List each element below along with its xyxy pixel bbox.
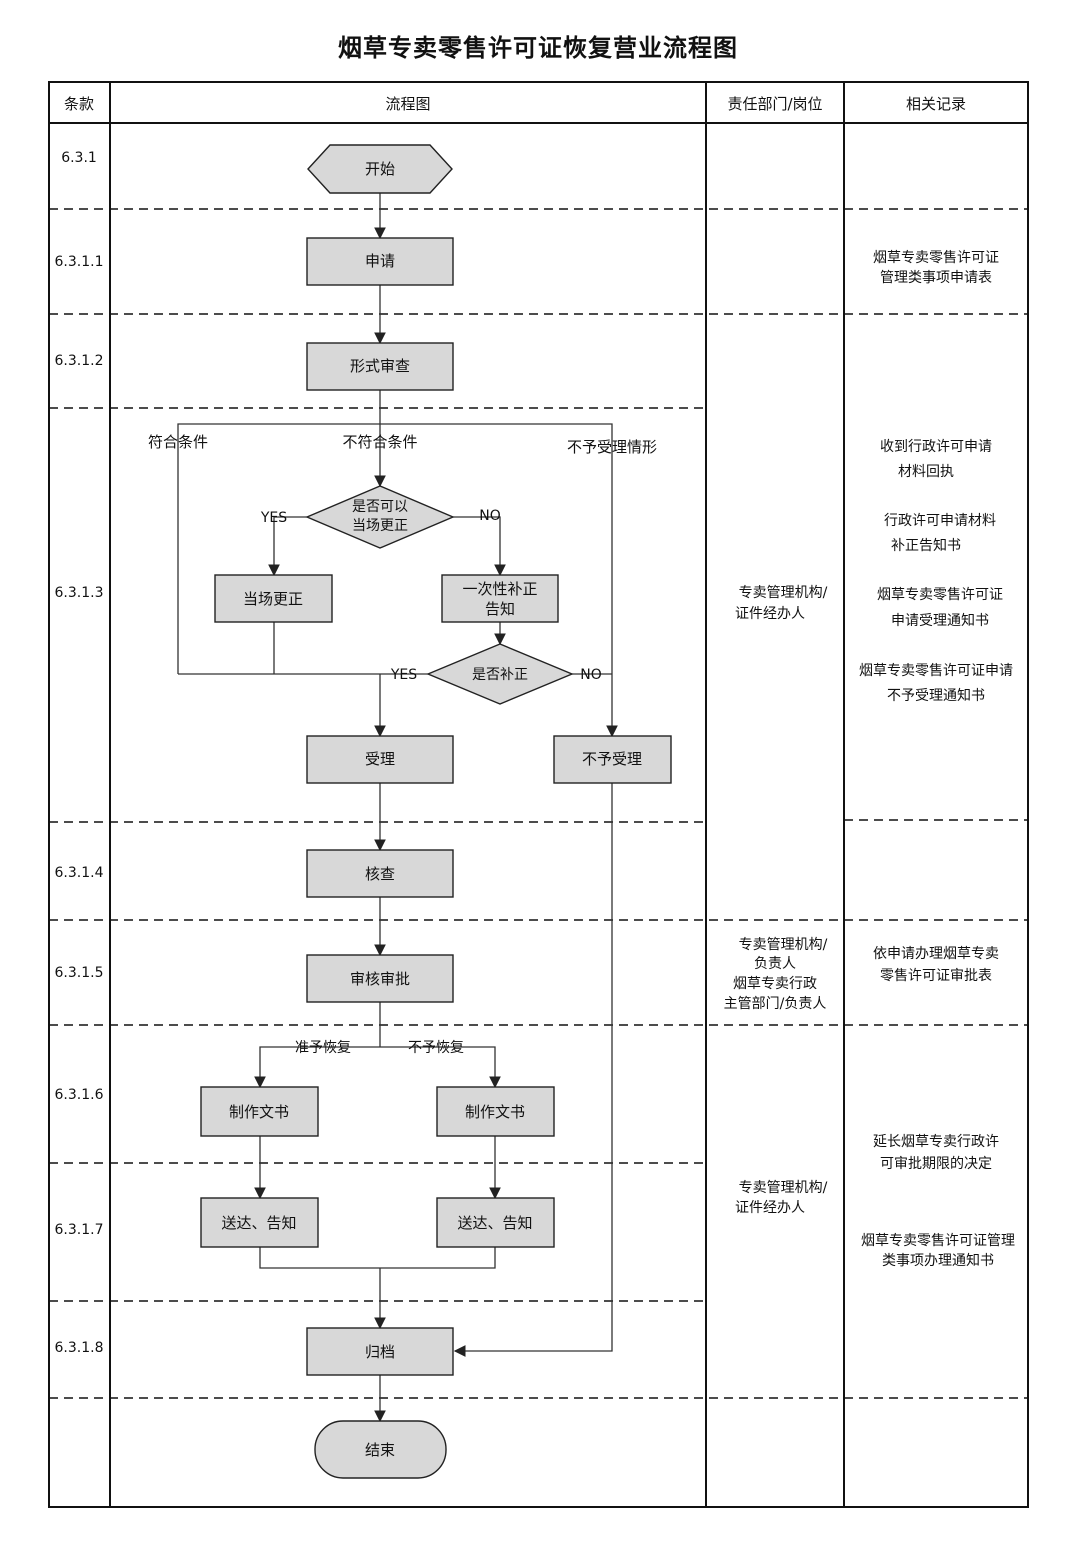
record-text: 烟草专卖零售许可证	[873, 250, 999, 266]
approve-box: 审核审批	[306, 954, 454, 1003]
record-text: 不予受理通知书	[887, 687, 985, 704]
start-node: 开始	[307, 144, 453, 194]
label-not-meets: 不符合条件	[342, 433, 417, 451]
archive-label: 归档	[365, 1343, 395, 1361]
header-flow: 流程图	[385, 95, 430, 113]
record-text: 可审批期限的决定	[880, 1156, 992, 1172]
notify-once-box: 一次性补正 告知	[441, 574, 559, 623]
record-text: 烟草专卖零售许可证申请	[859, 663, 1013, 679]
doc-right-label: 制作文书	[465, 1103, 525, 1121]
header-dept: 责任部门/岗位	[727, 95, 822, 113]
label-deny: 不予恢复	[408, 1039, 464, 1056]
clause-label: 6.3.1	[61, 150, 97, 166]
deliver-right-box: 送达、告知	[436, 1197, 555, 1248]
formal-review-box: 形式审查	[306, 342, 454, 391]
dept-text: 专卖管理机构/	[739, 937, 828, 953]
dept-text: 证件经办人	[735, 606, 805, 622]
apply-box: 申请	[306, 237, 454, 286]
dept-text: 烟草专卖行政	[733, 976, 817, 992]
notify-once-line2: 告知	[485, 600, 515, 618]
doc-left-label: 制作文书	[229, 1103, 289, 1121]
decision-supplement-diamond: 是否补正	[426, 643, 574, 705]
record-text: 管理类事项申请表	[880, 270, 992, 286]
doc-right-box: 制作文书	[436, 1086, 555, 1137]
apply-label: 申请	[365, 252, 395, 270]
dept-text: 专卖管理机构/	[739, 585, 828, 601]
fix-onsite-box: 当场更正	[214, 574, 333, 623]
label-no-1: NO	[479, 508, 501, 524]
clause-label: 6.3.1.4	[55, 865, 104, 881]
header-clause: 条款	[64, 95, 94, 113]
verify-label: 核查	[365, 865, 395, 883]
decision-supplement-label: 是否补正	[472, 667, 528, 683]
reject-label: 不予受理	[582, 750, 642, 768]
table-grid	[48, 81, 1029, 1508]
end-label: 结束	[365, 1441, 395, 1459]
formal-review-label: 形式审查	[350, 357, 410, 375]
label-no-2: NO	[580, 667, 602, 683]
header-records: 相关记录	[906, 95, 966, 113]
clause-label: 6.3.1.6	[55, 1087, 104, 1103]
reject-box: 不予受理	[553, 735, 672, 784]
deliver-left-box: 送达、告知	[200, 1197, 319, 1248]
start-label: 开始	[365, 160, 395, 178]
record-text: 延长烟草专卖行政许	[873, 1134, 999, 1150]
connectors	[177, 193, 618, 1423]
clause-label: 6.3.1.8	[55, 1340, 104, 1356]
records-column: 烟草专卖零售许可证 管理类事项申请表 收到行政许可申请 材料回执 行政许可申请材…	[859, 250, 1015, 1269]
row-separators	[49, 208, 1028, 1399]
deliver-left-label: 送达、告知	[221, 1214, 296, 1232]
clause-label: 6.3.1.7	[55, 1222, 104, 1238]
decision-fix-diamond: 是否可以 当场更正	[305, 485, 455, 549]
record-text: 烟草专卖零售许可证管理	[861, 1233, 1015, 1249]
record-text: 申请受理通知书	[891, 612, 989, 629]
label-yes-1: YES	[260, 510, 287, 526]
page-title: 烟草专卖零售许可证恢复营业流程图	[338, 33, 738, 62]
dept-text: 专卖管理机构/	[739, 1180, 828, 1196]
notify-once-line1: 一次性补正	[462, 580, 537, 598]
label-grant: 准予恢复	[295, 1039, 351, 1056]
approve-label: 审核审批	[350, 970, 410, 988]
record-text: 收到行政许可申请	[880, 439, 992, 455]
record-text: 依申请办理烟草专卖	[873, 946, 999, 962]
doc-left-box: 制作文书	[200, 1086, 319, 1137]
record-text: 类事项办理通知书	[882, 1252, 994, 1269]
decision-fix-line1: 是否可以	[352, 499, 408, 515]
verify-box: 核查	[306, 849, 454, 898]
clause-label: 6.3.1.1	[55, 254, 104, 270]
fix-onsite-label: 当场更正	[243, 590, 303, 608]
dept-text: 负责人	[754, 956, 796, 972]
clause-column: 6.3.1 6.3.1.1 6.3.1.2 6.3.1.3 6.3.1.4 6.…	[55, 150, 104, 1356]
accept-box: 受理	[306, 735, 454, 784]
end-node: 结束	[314, 1420, 447, 1479]
department-column: 专卖管理机构/ 证件经办人 专卖管理机构/ 负责人 烟草专卖行政 主管部门/负责…	[724, 585, 828, 1216]
label-yes-2: YES	[390, 667, 417, 683]
record-text: 零售许可证审批表	[880, 968, 992, 984]
deliver-right-label: 送达、告知	[457, 1214, 532, 1232]
record-text: 烟草专卖零售许可证	[877, 587, 1003, 603]
accept-label: 受理	[365, 750, 395, 768]
clause-label: 6.3.1.3	[55, 585, 104, 601]
record-text: 补正告知书	[891, 537, 961, 554]
clause-label: 6.3.1.2	[55, 353, 104, 369]
record-text: 材料回执	[898, 464, 954, 480]
label-meets: 符合条件	[148, 433, 208, 451]
dept-text: 证件经办人	[735, 1200, 805, 1216]
archive-box: 归档	[306, 1327, 454, 1376]
clause-label: 6.3.1.5	[55, 965, 104, 981]
label-not-accepted: 不予受理情形	[567, 438, 657, 456]
record-text: 行政许可申请材料	[884, 513, 996, 529]
decision-fix-line2: 当场更正	[352, 518, 408, 534]
dept-text: 主管部门/负责人	[724, 996, 827, 1012]
